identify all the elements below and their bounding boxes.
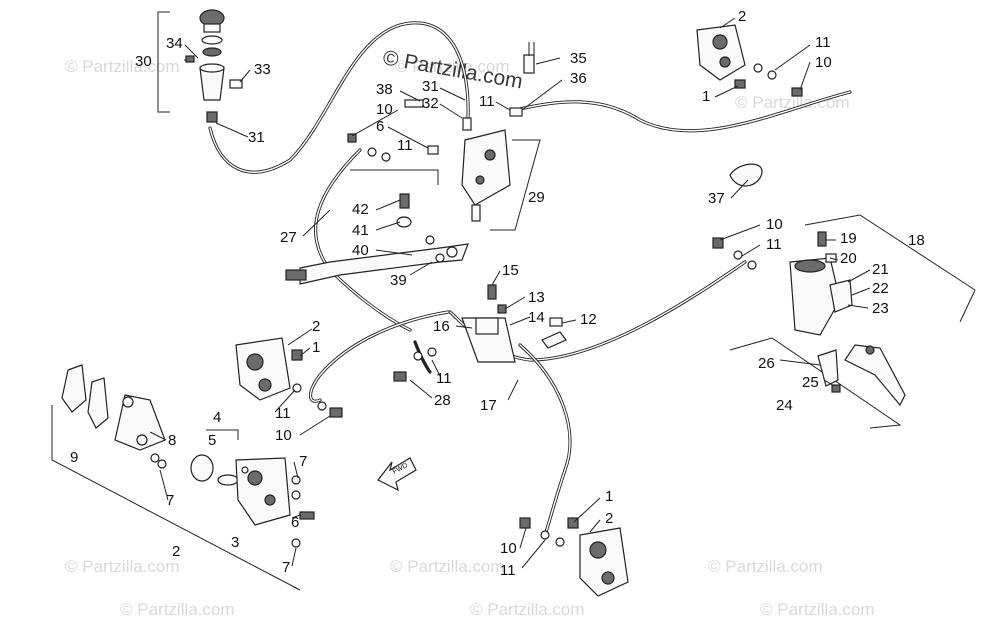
watermark: © Partzilla.com	[708, 557, 823, 576]
watermark: © Partzilla.com	[735, 93, 850, 112]
callout-42: 42	[352, 201, 369, 218]
callout-34: 34	[166, 35, 183, 52]
brake-pedal	[285, 193, 469, 285]
handlebar-master-cylinder	[712, 214, 976, 429]
callout-24: 24	[776, 397, 793, 414]
callout-5: 5	[208, 432, 216, 449]
watermark: © Partzilla.com	[65, 557, 180, 576]
reservoir-assembly	[157, 9, 243, 123]
watermark: © Partzilla.com	[470, 600, 585, 619]
brake-pads	[51, 364, 301, 591]
callout-20: 20	[840, 250, 857, 267]
callout-33: 33	[254, 61, 271, 78]
watermark: © Partzilla.com	[395, 57, 510, 76]
callout-19: 19	[840, 230, 857, 247]
leader-lines	[149, 17, 871, 569]
callout-6a: 6	[376, 118, 384, 135]
fwd-arrow: FWD	[377, 457, 417, 492]
t-block	[461, 284, 567, 363]
callout-3: 3	[231, 534, 239, 551]
callout-27: 27	[280, 229, 297, 246]
callout-31: 31	[248, 129, 265, 146]
callout-11f: 11	[436, 370, 452, 387]
callout-41: 41	[352, 222, 369, 239]
master-cylinder	[347, 99, 541, 231]
callout-2a: 2	[738, 8, 746, 25]
callout-11c: 11	[815, 34, 831, 51]
callout-7b: 7	[299, 453, 307, 470]
callout-12: 12	[580, 311, 597, 328]
callout-1c: 1	[605, 488, 613, 505]
callout-7c: 7	[282, 559, 290, 576]
watermark: © Partzilla.com	[120, 600, 235, 619]
callout-36: 36	[570, 70, 587, 87]
left-front-caliper	[235, 337, 437, 418]
callout-38: 38	[376, 81, 393, 98]
callout-29: 29	[528, 189, 545, 206]
callout-32: 32	[422, 95, 439, 112]
callout-2b: 2	[312, 318, 320, 335]
callout-40: 40	[352, 242, 369, 259]
callout-1a: 1	[702, 88, 710, 105]
callout-10d: 10	[275, 427, 292, 444]
callout-10c: 10	[766, 216, 783, 233]
callout-8: 8	[168, 432, 176, 449]
callout-23: 23	[872, 300, 889, 317]
callout-2c: 2	[605, 510, 613, 527]
callout-21: 21	[872, 261, 889, 278]
callout-10b: 10	[815, 54, 832, 71]
callout-6b: 6	[291, 514, 299, 531]
watermark: © Partzilla.com	[760, 600, 875, 619]
callout-11b: 11	[397, 137, 413, 154]
watermark-main: © Partzilla.com	[381, 46, 524, 93]
callout-37: 37	[708, 190, 725, 207]
callout-labels: 34 30 33 31 35 36 38 31 32 11 10 6 11 29…	[70, 8, 925, 579]
callout-16: 16	[433, 318, 450, 335]
callout-11e: 11	[275, 405, 291, 422]
rear-caliper-lower	[190, 429, 315, 548]
callout-35: 35	[570, 50, 587, 67]
rear-caliper	[696, 24, 803, 97]
callout-28: 28	[434, 392, 451, 409]
watermark: © Partzilla.com	[65, 57, 180, 76]
watermark: © Partzilla.com	[390, 557, 505, 576]
callout-1b: 1	[312, 339, 320, 356]
brake-switch	[509, 42, 535, 117]
callout-11a: 11	[479, 93, 495, 110]
callout-31b: 31	[422, 78, 439, 95]
callout-30: 30	[135, 53, 152, 70]
callout-26: 26	[758, 355, 775, 372]
callout-14: 14	[528, 309, 545, 326]
callout-10e: 10	[500, 540, 517, 557]
right-front-caliper	[519, 517, 629, 597]
callout-15: 15	[502, 262, 519, 279]
callout-11g: 11	[500, 562, 516, 579]
callout-10a: 10	[376, 101, 393, 118]
snap-ring	[729, 163, 763, 187]
callout-17: 17	[480, 397, 497, 414]
callout-13: 13	[528, 289, 545, 306]
watermarks: © Partzilla.com © Partzilla.com © Partzi…	[65, 46, 875, 619]
callout-9: 9	[70, 449, 78, 466]
callout-2d: 2	[172, 543, 180, 560]
callout-18: 18	[908, 232, 925, 249]
callout-7a: 7	[166, 492, 174, 509]
callout-25: 25	[802, 374, 819, 391]
callout-22: 22	[872, 280, 889, 297]
callout-11d: 11	[766, 236, 782, 253]
callout-39: 39	[390, 272, 407, 289]
callout-4: 4	[213, 409, 221, 426]
